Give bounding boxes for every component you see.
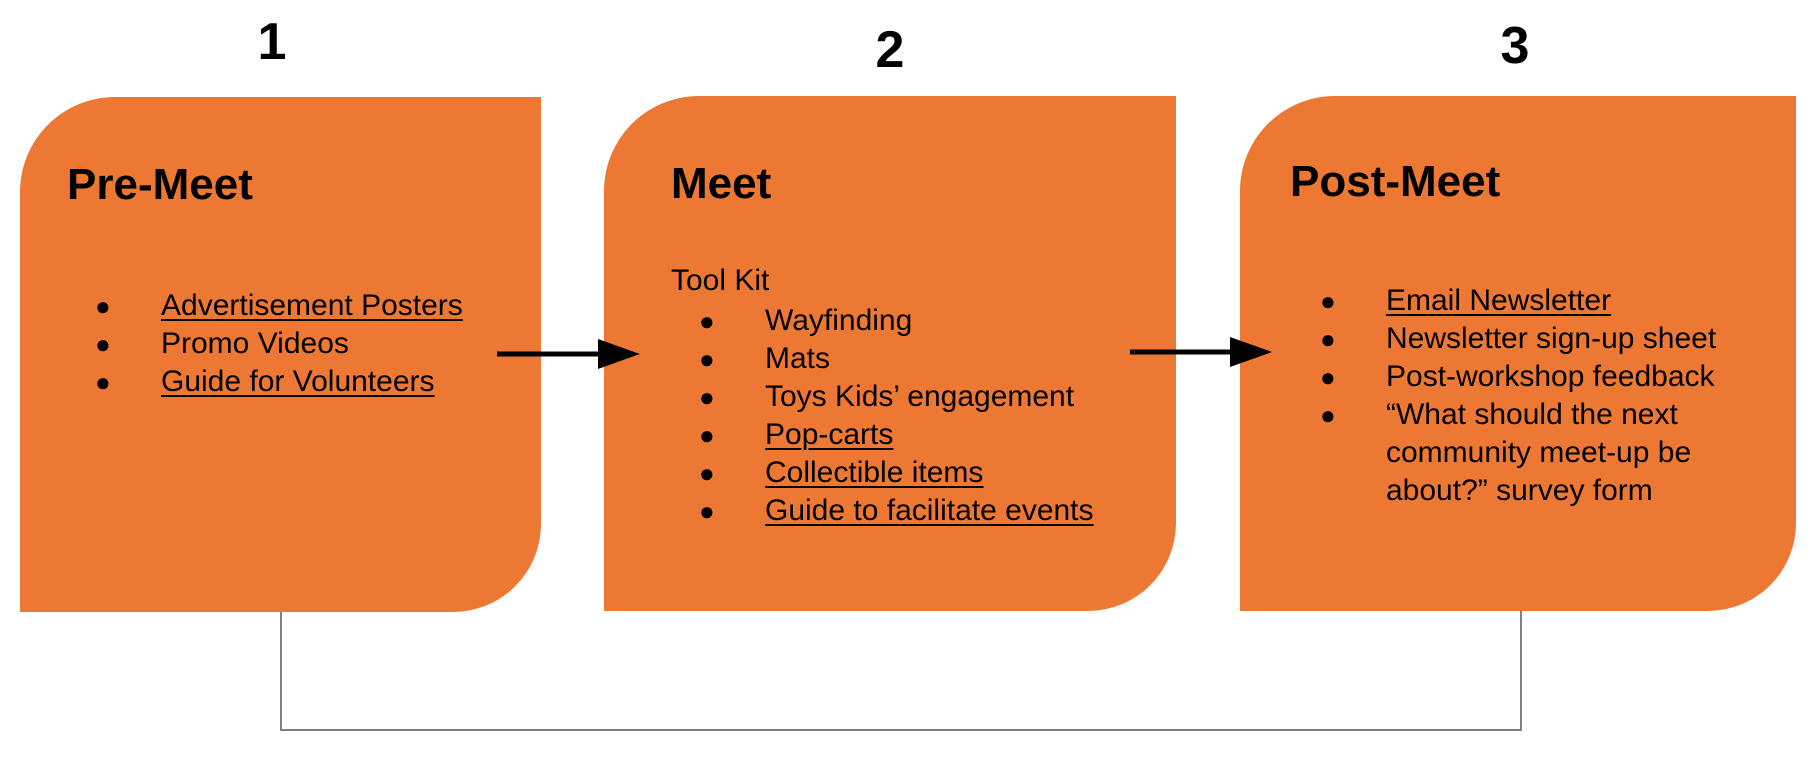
bullet-icon: ● (699, 420, 715, 450)
list-item: ● Mats (699, 340, 1094, 378)
arrowhead-icon (1230, 337, 1272, 367)
item-text: Post-workshop feedback (1386, 360, 1715, 393)
bullet-icon: ● (699, 306, 715, 336)
list-item: ● Post-workshop feedback (1320, 358, 1756, 396)
stage-2-number: 2 (875, 21, 905, 79)
stage-3-number: 3 (1500, 17, 1530, 75)
item-text: Mats (765, 342, 831, 375)
bullet-icon: ● (1320, 324, 1336, 354)
item-text: Wayfinding (765, 304, 913, 337)
item-text: Toys Kids’ engagement (765, 380, 1075, 413)
list-item: ● Toys Kids’ engagement (699, 378, 1094, 416)
list-item: ● Wayfinding (699, 302, 1094, 340)
link-pop-carts[interactable]: Pop-carts (765, 418, 894, 451)
bullet-icon: ● (1320, 400, 1336, 430)
item-text: Newsletter sign-up sheet (1386, 322, 1717, 355)
bullet-icon: ● (699, 382, 715, 412)
list-item[interactable]: ● Collectible items (699, 454, 1094, 492)
item-text: Promo Videos (161, 327, 349, 360)
stage-title: Pre-Meet (67, 160, 253, 209)
list-item[interactable]: ● Email Newsletter (1320, 282, 1756, 320)
stage-title: Post-Meet (1290, 157, 1501, 206)
list-item[interactable]: ● Guide for Volunteers (95, 363, 463, 401)
bullet-icon: ● (699, 496, 715, 526)
bullet-icon: ● (95, 367, 111, 397)
arrowhead-icon (598, 339, 640, 369)
item-text: “What should the next community meet-up … (1386, 398, 1692, 507)
stage-title: Meet (671, 159, 772, 208)
stage-item-list: ● Email Newsletter ● Newsletter sign-up … (1320, 282, 1756, 510)
list-item: ● Newsletter sign-up sheet (1320, 320, 1756, 358)
bullet-icon: ● (699, 344, 715, 374)
link-advertisement-posters[interactable]: Advertisement Posters (161, 289, 463, 322)
bullet-icon: ● (95, 329, 111, 359)
stage-1-number: 1 (257, 13, 287, 71)
bullet-icon: ● (95, 291, 111, 321)
arrow-meet-to-post-meet (1130, 337, 1272, 367)
stage-card-pre-meet: Pre-Meet ● Advertisement Posters ● Promo… (20, 97, 541, 612)
link-guide-to-facilitate-events[interactable]: Guide to facilitate events (765, 494, 1094, 527)
stage-item-list: ● Wayfinding ● Mats ● Toys Kids’ engagem… (699, 302, 1094, 530)
link-collectible-items[interactable]: Collectible items (765, 456, 984, 489)
list-item[interactable]: ● Pop-carts (699, 416, 1094, 454)
bullet-icon: ● (1320, 286, 1336, 316)
list-item: ● “What should the next community meet-u… (1320, 396, 1756, 510)
arrow-pre-meet-to-meet (497, 339, 640, 369)
stage-card-meet: Meet Tool Kit ● Wayfinding ● Mats ● Toys… (604, 96, 1176, 611)
list-item[interactable]: ● Guide to facilitate events (699, 492, 1094, 530)
list-item: ● Promo Videos (95, 325, 463, 363)
stage-card-post-meet: Post-Meet ● Email Newsletter ● Newslette… (1240, 96, 1796, 611)
bullet-icon: ● (699, 458, 715, 488)
list-item[interactable]: ● Advertisement Posters (95, 287, 463, 325)
bullet-icon: ● (1320, 362, 1336, 392)
link-guide-for-volunteers[interactable]: Guide for Volunteers (161, 365, 435, 398)
stage-subtitle: Tool Kit (671, 264, 770, 297)
link-email-newsletter[interactable]: Email Newsletter (1386, 284, 1612, 317)
stage-item-list: ● Advertisement Posters ● Promo Videos ●… (95, 287, 463, 401)
feedback-loop-line (280, 611, 1522, 731)
